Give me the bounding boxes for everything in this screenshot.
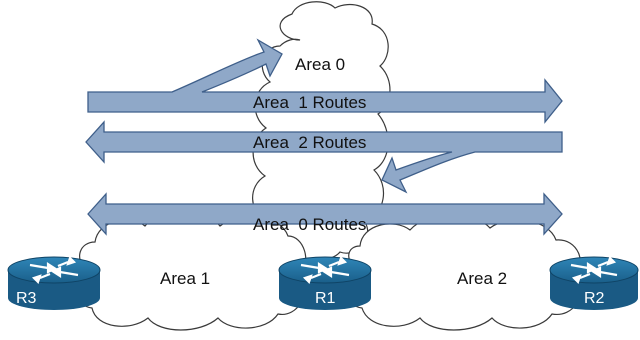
area1-routes-label: Area 1 Routes — [253, 93, 366, 112]
router-r2-label: R2 — [584, 290, 605, 307]
area0-routes-label: Area 0 Routes — [253, 215, 366, 234]
area2-label: Area 2 — [457, 269, 507, 288]
area2-routes-label: Area 2 Routes — [253, 133, 366, 152]
router-r3: R3 — [7, 255, 101, 310]
area2-routes-arrow — [85, 120, 563, 194]
router-r1: R1 — [278, 255, 372, 310]
router-r3-label: R3 — [16, 290, 37, 307]
area1-routes-arrow — [87, 38, 563, 124]
router-r2: R2 — [549, 255, 639, 310]
area0-label: Area 0 — [295, 55, 345, 74]
router-r1-label: R1 — [315, 290, 336, 307]
area0-routes-arrow — [87, 192, 563, 236]
area1-label: Area 1 — [160, 269, 210, 288]
